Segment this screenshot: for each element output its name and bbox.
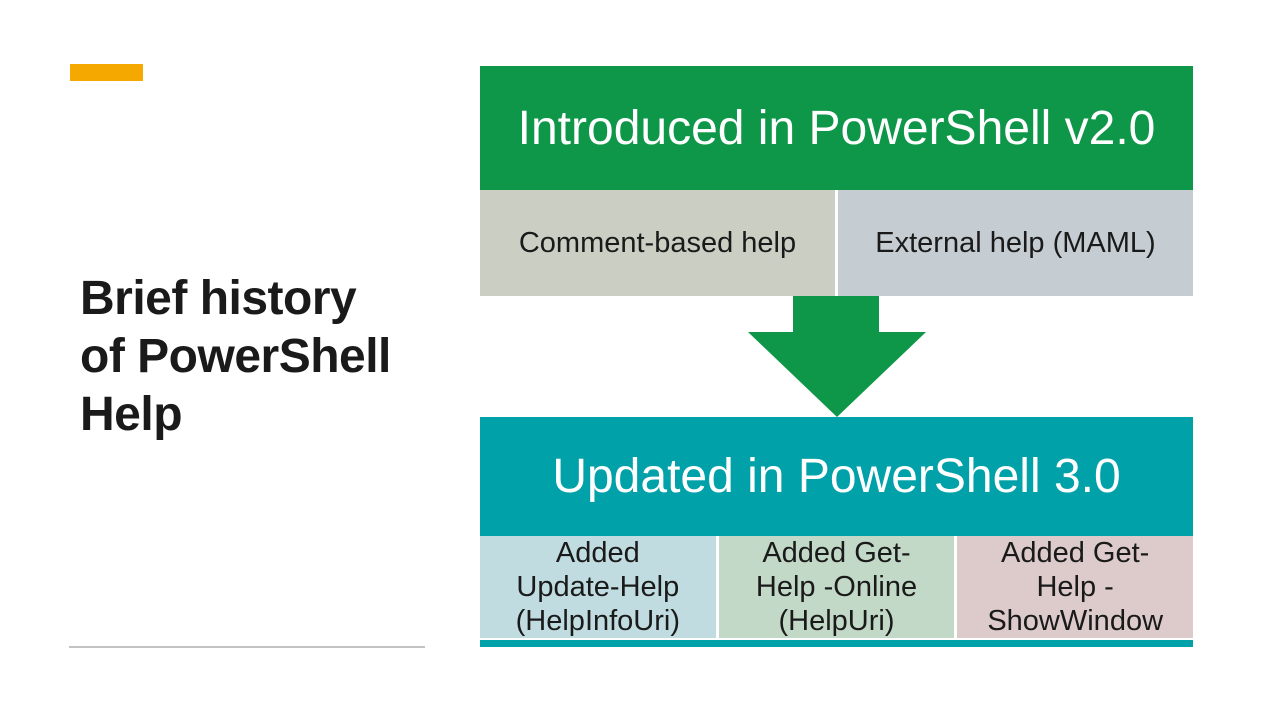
down-arrow-head xyxy=(748,332,926,417)
slide-title-line-3: Help xyxy=(80,388,183,441)
v3-group-header: Updated in PowerShell 3.0 xyxy=(480,417,1193,536)
v2-cell-external-help-maml: External help (MAML) xyxy=(838,190,1193,296)
v2-group-header: Introduced in PowerShell v2.0 xyxy=(480,66,1193,190)
v2-cell-row: Comment-based help External help (MAML) xyxy=(480,190,1193,296)
footer-divider-line xyxy=(69,646,425,648)
accent-bar xyxy=(70,64,143,81)
slide-title-line-1: Brief history xyxy=(80,272,357,325)
v2-cell-comment-based-help: Comment-based help xyxy=(480,190,835,296)
v3-cell-update-help: Added Update-Help (HelpInfoUri) xyxy=(480,536,716,638)
slide-title-line-2: of PowerShell xyxy=(80,330,391,383)
v3-cell-row: Added Update-Help (HelpInfoUri) Added Ge… xyxy=(480,536,1194,638)
down-arrow-shaft xyxy=(793,296,879,333)
slide-title: Brief history of PowerShell Help xyxy=(80,270,460,444)
v3-cell-get-help-online: Added Get- Help -Online (HelpUri) xyxy=(718,536,955,638)
v3-cell-get-help-showwindow: Added Get- Help - ShowWindow xyxy=(957,536,1194,638)
v3-base-bar xyxy=(480,640,1193,647)
